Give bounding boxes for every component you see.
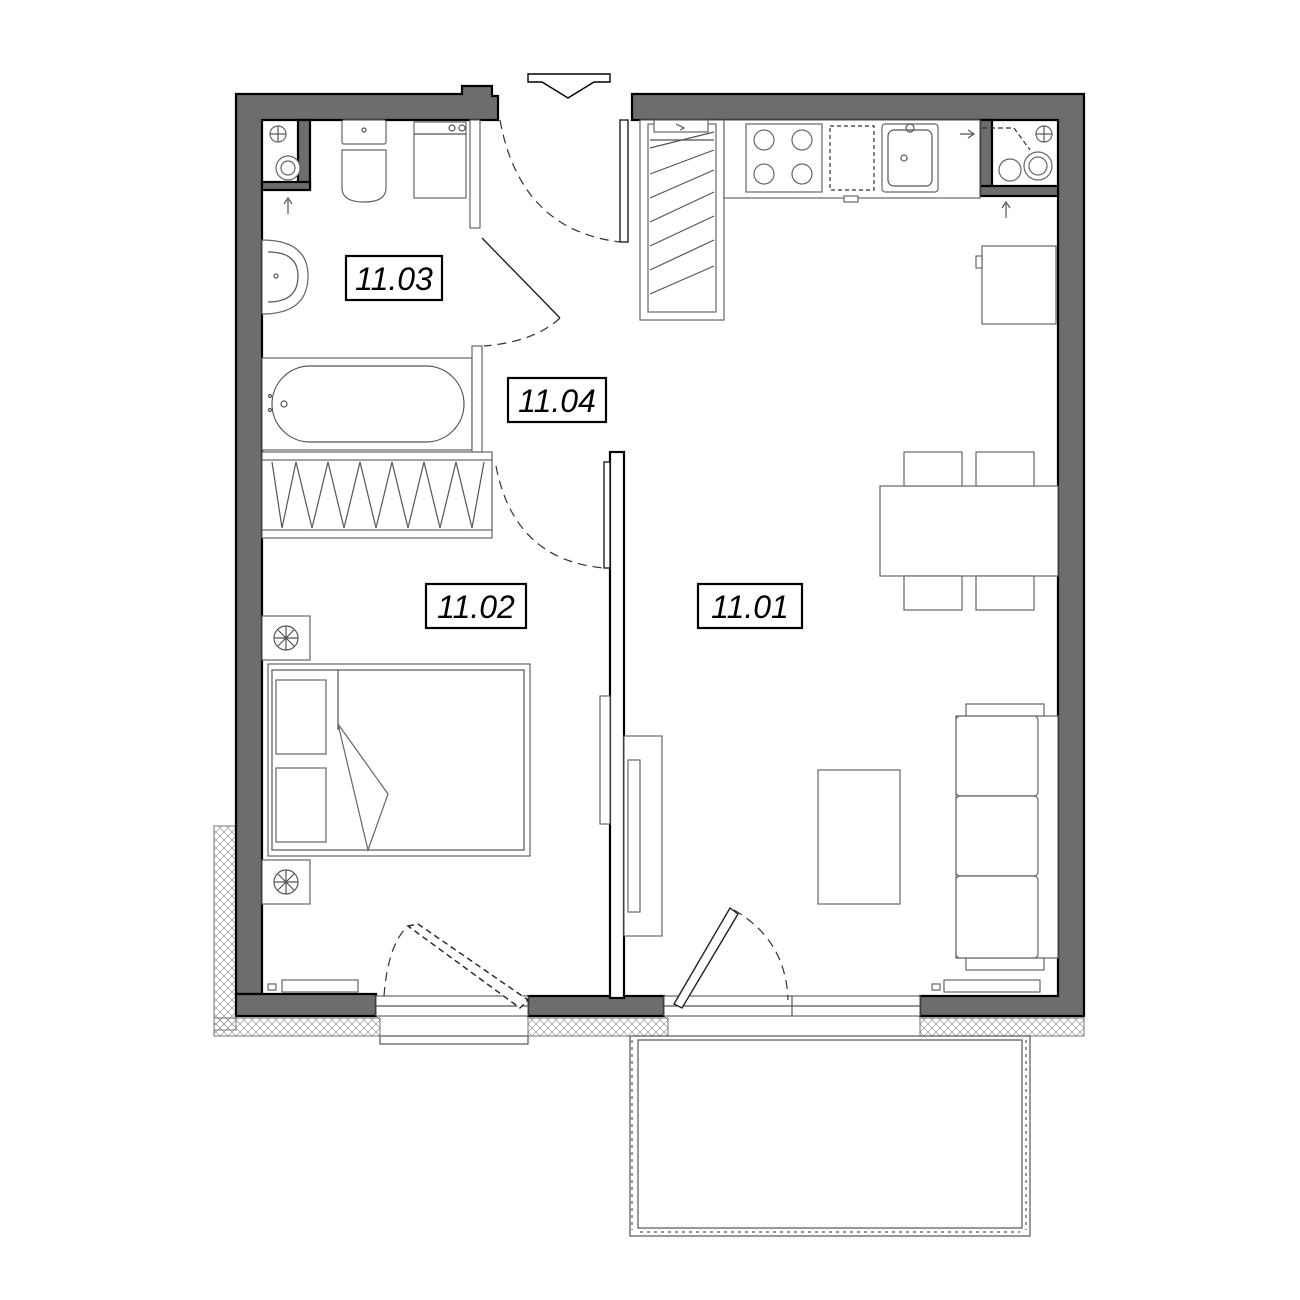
room-number-11-01: 11.01	[711, 589, 789, 625]
windows	[375, 995, 921, 1045]
dining-table	[879, 451, 1059, 611]
living-wardrobe	[639, 119, 725, 321]
room-label-r1: 11.01	[696, 582, 804, 630]
entrance-arrow-icon	[527, 73, 611, 99]
room-number-11-04: 11.04	[518, 383, 596, 419]
bathroom-door[interactable]	[481, 237, 561, 347]
exterior-insulation	[213, 825, 1085, 1037]
entrance-door[interactable]	[499, 119, 629, 243]
living-radiator	[931, 979, 1041, 993]
bedroom-wardrobe	[261, 451, 493, 539]
room-number-11-03: 11.03	[355, 261, 433, 297]
tv-unit	[599, 695, 663, 937]
living-balcony-door[interactable]	[673, 906, 789, 1009]
bedroom-radiator	[267, 979, 359, 993]
bedroom-door[interactable]	[495, 461, 611, 569]
balcony	[629, 1035, 1031, 1237]
kitchen	[723, 119, 1057, 325]
room-number-11-02: 11.02	[437, 589, 515, 625]
room-label-r2: 11.02	[424, 582, 528, 630]
coffee-table	[817, 769, 901, 905]
room-label-r4: 11.04	[506, 376, 608, 424]
bedroom-balcony-door[interactable]	[383, 923, 530, 1009]
sofa	[955, 703, 1059, 971]
bed	[261, 615, 531, 905]
bathroom-fixtures	[261, 119, 483, 453]
room-label-r3: 11.03	[344, 254, 444, 302]
